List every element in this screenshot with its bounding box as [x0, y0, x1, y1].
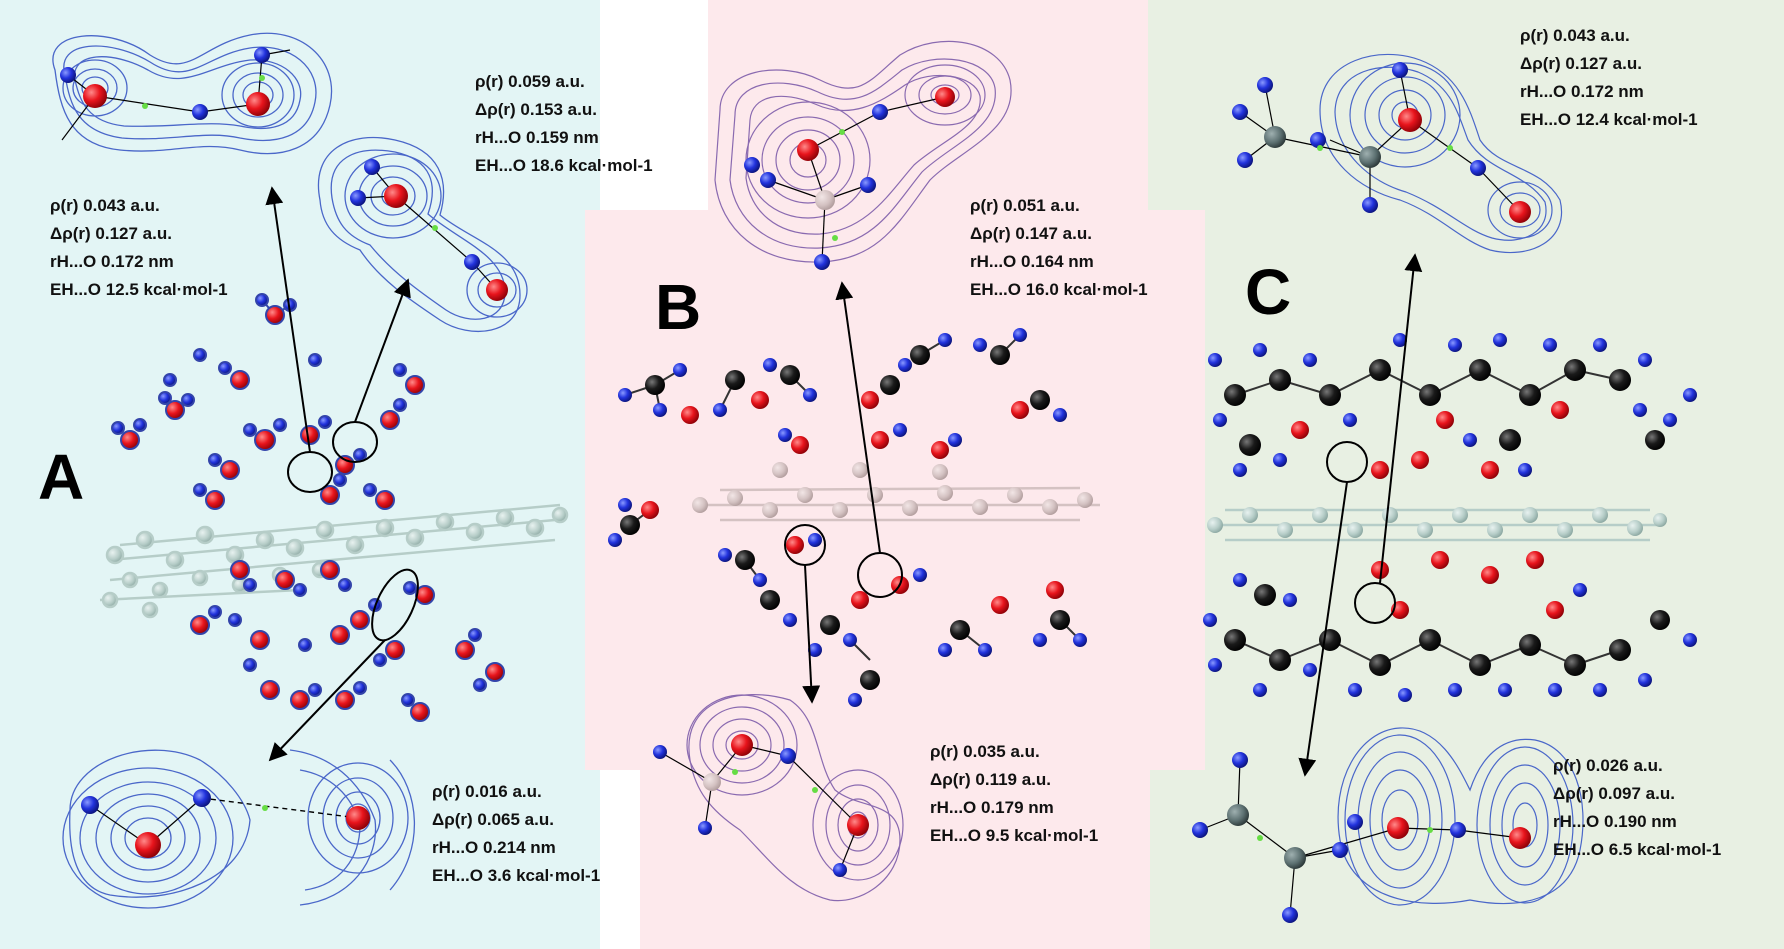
- laplacian-value: Δρ(r) 0.065 a.u.: [432, 810, 554, 829]
- panel-a-annotation-2: ρ(r) 0.059 a.u. Δρ(r) 0.153 a.u. rH...O …: [475, 68, 653, 180]
- panel-c-contour-bottom: [1337, 727, 1584, 906]
- panel-b-annotation-1: ρ(r) 0.051 a.u. Δρ(r) 0.147 a.u. rH...O …: [970, 192, 1148, 304]
- panel-a-water-molecules: [111, 293, 505, 722]
- distance-value: rH...O 0.172 nm: [1520, 82, 1644, 101]
- rho-value: ρ(r) 0.059 a.u.: [475, 72, 585, 91]
- distance-value: rH...O 0.172 nm: [50, 252, 174, 271]
- panel-c-contour-bottom-atoms: [1192, 752, 1531, 923]
- panel-c-contour-top: [1319, 53, 1563, 254]
- panel-b-contour-top: [714, 40, 1012, 263]
- panel-c-annotation-1: ρ(r) 0.043 a.u. Δρ(r) 0.127 a.u. rH...O …: [1520, 22, 1698, 134]
- panel-c-label: C: [1245, 256, 1292, 328]
- energy-value: EH...O 6.5 kcal·mol-1: [1553, 840, 1722, 859]
- panel-b-pointer-circles: [784, 524, 903, 598]
- energy-value: EH...O 9.5 kcal·mol-1: [930, 826, 1099, 845]
- energy-value: EH...O 18.6 kcal·mol-1: [475, 156, 653, 175]
- energy-value: EH...O 12.5 kcal·mol-1: [50, 280, 228, 299]
- panel-b-contour-top-atoms: [744, 87, 955, 270]
- panel-b-annotation-2: ρ(r) 0.035 a.u. Δρ(r) 0.119 a.u. rH...O …: [930, 738, 1098, 850]
- laplacian-value: Δρ(r) 0.119 a.u.: [930, 770, 1052, 789]
- laplacian-value: Δρ(r) 0.147 a.u.: [970, 224, 1092, 243]
- panel-a-background: [0, 0, 600, 949]
- distance-value: rH...O 0.179 nm: [930, 798, 1054, 817]
- panel-c-arrows: [1298, 253, 1423, 777]
- energy-value: EH...O 3.6 kcal·mol-1: [432, 866, 601, 885]
- panel-a-graphene-layer: [99, 503, 569, 619]
- rho-value: ρ(r) 0.016 a.u.: [432, 782, 542, 801]
- panel-b-structure: [608, 328, 1100, 707]
- panel-a-arrows: [265, 186, 411, 762]
- rho-value: ρ(r) 0.043 a.u.: [1520, 26, 1630, 45]
- panel-b-contour-bottom-atoms: [653, 734, 869, 877]
- distance-value: rH...O 0.159 nm: [475, 128, 599, 147]
- energy-value: EH...O 16.0 kcal·mol-1: [970, 280, 1148, 299]
- panel-a-contour-atoms: [60, 47, 508, 858]
- panel-a-annotation-1: ρ(r) 0.043 a.u. Δρ(r) 0.127 a.u. rH...O …: [50, 192, 228, 304]
- panel-a-label: A: [38, 441, 85, 513]
- panel-c-background: [1148, 0, 1784, 949]
- rho-value: ρ(r) 0.026 a.u.: [1553, 756, 1663, 775]
- laplacian-value: Δρ(r) 0.153 a.u.: [475, 100, 597, 119]
- panel-b-label: B: [655, 271, 702, 343]
- panel-b-background-bottom: [640, 770, 1150, 949]
- laplacian-value: Δρ(r) 0.127 a.u.: [50, 224, 172, 243]
- rho-value: ρ(r) 0.035 a.u.: [930, 742, 1040, 761]
- panel-b-background-top: [708, 0, 1148, 210]
- distance-value: rH...O 0.190 nm: [1553, 812, 1677, 831]
- rho-value: ρ(r) 0.051 a.u.: [970, 196, 1080, 215]
- panel-c-contour-top-atoms: [1232, 62, 1531, 223]
- laplacian-value: Δρ(r) 0.097 a.u.: [1553, 784, 1675, 803]
- panel-c-structure: [1203, 333, 1697, 702]
- distance-value: rH...O 0.164 nm: [970, 252, 1094, 271]
- panel-a-annotation-3: ρ(r) 0.016 a.u. Δρ(r) 0.065 a.u. rH...O …: [432, 778, 600, 890]
- panel-b-arrows: [802, 281, 881, 704]
- panel-b-contour-bottom: [686, 694, 904, 902]
- distance-value: rH...O 0.214 nm: [432, 838, 556, 857]
- panel-c-annotation-2: ρ(r) 0.026 a.u. Δρ(r) 0.097 a.u. rH...O …: [1553, 752, 1721, 864]
- energy-value: EH...O 12.4 kcal·mol-1: [1520, 110, 1698, 129]
- rho-value: ρ(r) 0.043 a.u.: [50, 196, 160, 215]
- laplacian-value: Δρ(r) 0.127 a.u.: [1520, 54, 1642, 73]
